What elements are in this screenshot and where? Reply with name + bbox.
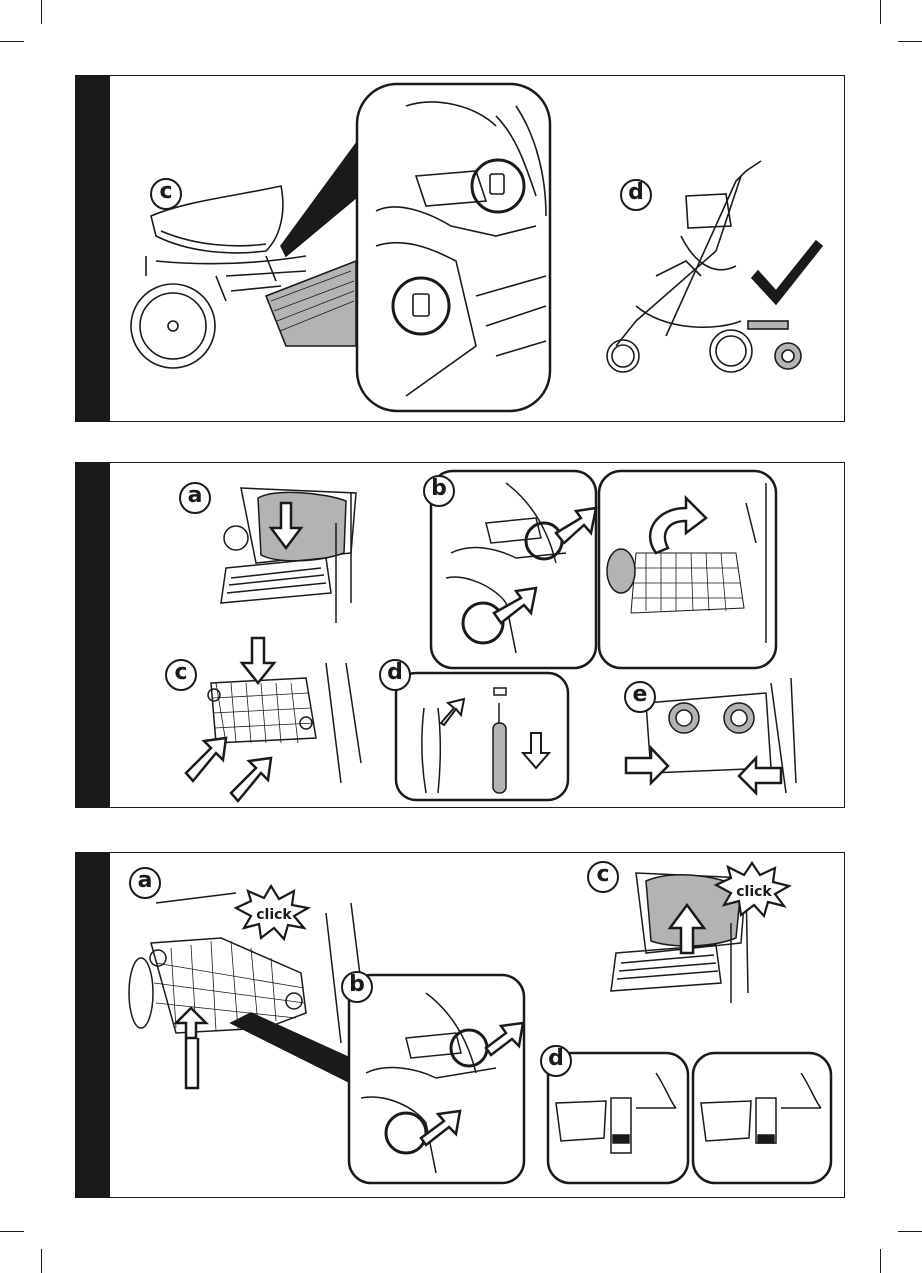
footboard-shaded [266, 261, 356, 346]
step-panel-3: click click [75, 852, 845, 1198]
step-label-b: b [341, 971, 373, 1003]
zoom-connector [231, 1013, 361, 1088]
step-label-c: c [150, 178, 182, 210]
buckle-detail-d-left [548, 1053, 688, 1183]
crop-mark [41, 0, 42, 24]
arrow-left-icon [739, 758, 781, 793]
crop-mark [0, 41, 24, 42]
buckle-detail-d-right [693, 1053, 831, 1183]
click-burst-icon: click [236, 886, 308, 939]
arrow-diagonal-icon [231, 758, 271, 801]
seat-view-c [611, 873, 748, 1003]
step-panel-2: a b c d e [75, 462, 845, 808]
arrow-down-icon [242, 638, 274, 683]
crop-mark [0, 1231, 24, 1232]
step-label-d: d [379, 659, 411, 691]
step-label-c: c [587, 861, 619, 893]
crop-mark [898, 1231, 922, 1232]
step-label-c: c [165, 659, 197, 691]
step-label-d: d [540, 1045, 572, 1077]
crop-mark [880, 0, 881, 24]
zoom-detail-c [357, 84, 550, 411]
panel-1-illustration [76, 76, 846, 423]
stroller-rear-view [131, 186, 306, 368]
arrow-up-icon [176, 1008, 206, 1088]
crop-mark [41, 1249, 42, 1273]
zoom-connector [281, 141, 358, 256]
arrow-diagonal-icon [186, 738, 226, 781]
click-label: click [256, 907, 292, 923]
click-label: click [736, 884, 772, 900]
step-panel-1: c d [75, 75, 845, 422]
crop-mark [898, 41, 922, 42]
arrow-right-icon [626, 748, 668, 783]
checkmark-icon [752, 241, 822, 304]
zoom-detail-b [431, 471, 596, 668]
panel-3-illustration: click click [76, 853, 846, 1199]
board-view-c [208, 663, 361, 783]
step-label-a: a [129, 867, 161, 899]
wheel-detail-d [396, 673, 568, 800]
step-label-d: d [620, 179, 652, 211]
panel-2-illustration [76, 463, 846, 809]
step-label-b: b [423, 475, 455, 507]
zoom-detail-b [349, 975, 524, 1183]
step-label-e: e [624, 681, 656, 713]
crop-mark [880, 1249, 881, 1273]
step-label-a: a [179, 482, 211, 514]
